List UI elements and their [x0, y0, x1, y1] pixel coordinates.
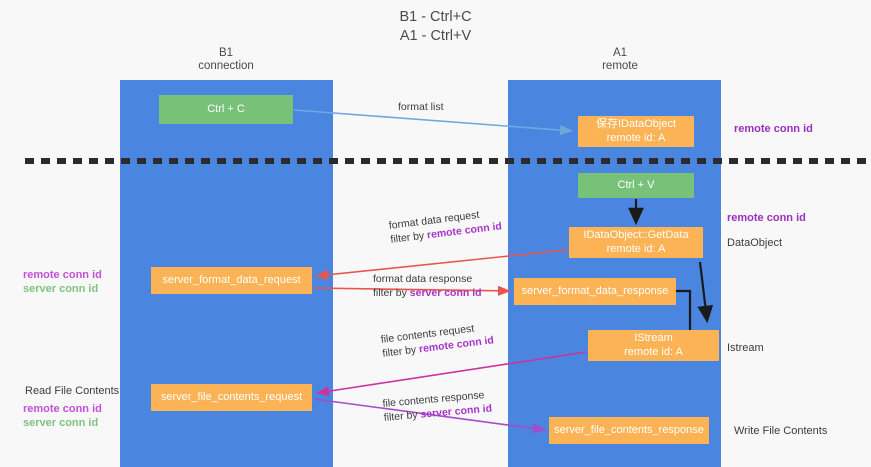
filter-prefix-2: filter by — [373, 287, 410, 299]
node-idataobject-getdata[interactable]: IDataObject::GetData remote id: A — [569, 227, 703, 258]
legend-server-conn-id: server conn id — [23, 283, 99, 295]
node-ctrl-v-label: Ctrl + V — [617, 178, 655, 191]
node-istream[interactable]: IStream remote id: A — [588, 330, 719, 361]
filter-key-2: server conn id — [409, 287, 482, 299]
node-save-idataobject-sublabel: remote id: A — [606, 131, 666, 144]
node-ctrl-c[interactable]: Ctrl + C — [159, 95, 293, 124]
column-header-a1: A1 remote — [540, 47, 700, 73]
legend-remote-conn-id: remote conn id — [23, 269, 102, 281]
title-line-1: B1 - Ctrl+C — [399, 9, 472, 25]
legend2-remote-conn-id: remote conn id — [23, 403, 102, 415]
node-istream-sublabel: remote id: A — [624, 345, 683, 358]
node-idataobject-getdata-sublabel: remote id: A — [606, 242, 666, 255]
column-a1-name: A1 — [612, 47, 628, 59]
edge-label-file-contents-response: file contents response filter by server … — [382, 388, 493, 425]
node-save-idataobject[interactable]: 保存IDataObject remote id: A — [578, 116, 694, 147]
node-ctrl-v[interactable]: Ctrl + V — [578, 173, 694, 198]
node-server-format-data-request-label: server_format_data_request — [162, 273, 301, 286]
title-line-2: A1 - Ctrl+V — [399, 28, 472, 44]
node-server-file-contents-request[interactable]: server_file_contents_request — [151, 384, 312, 411]
legend-conn-ids-lower: remote conn id server conn id — [23, 402, 102, 430]
edge-label-format-data-response-line1: format data response — [373, 273, 473, 285]
legend-conn-ids-upper: remote conn id server conn id — [23, 268, 102, 296]
column-b1-name: B1 — [218, 47, 234, 59]
node-istream-label: IStream — [634, 332, 673, 344]
label-istream: Istream — [727, 342, 764, 354]
column-a1-sub: remote — [602, 60, 638, 72]
column-header-b1: B1 connection — [146, 47, 306, 73]
column-b1-sub: connection — [198, 60, 254, 72]
filter-prefix-4: filter by — [383, 408, 421, 424]
filter-prefix-1: filter by — [389, 229, 428, 246]
filter-prefix-3: filter by — [381, 343, 420, 360]
page-title: B1 - Ctrl+C A1 - Ctrl+V — [0, 8, 871, 46]
node-save-idataobject-label: 保存IDataObject — [595, 118, 677, 130]
legend2-server-conn-id: server conn id — [23, 417, 99, 429]
node-ctrl-c-label: Ctrl + C — [207, 102, 245, 115]
node-idataobject-getdata-label: IDataObject::GetData — [583, 229, 689, 241]
label-dataobject: DataObject — [727, 237, 783, 249]
node-server-format-data-request[interactable]: server_format_data_request — [151, 267, 312, 294]
edge-label-format-data-response: format data response filter by server co… — [373, 272, 482, 300]
edge-label-format-data-request: format data request filter by remote con… — [388, 205, 503, 246]
label-read-file-contents: Read File Contents — [25, 385, 120, 397]
edge-label-format-data-response-line2: filter by server conn id — [373, 286, 482, 300]
node-server-file-contents-response-label: server_file_contents_response — [554, 423, 704, 436]
label-remote-conn-id-top: remote conn id — [734, 123, 813, 135]
node-server-file-contents-request-label: server_file_contents_request — [160, 390, 303, 403]
label-remote-conn-id-mid: remote conn id — [727, 212, 806, 224]
edge-label-file-contents-request: file contents request filter by remote c… — [380, 319, 495, 360]
node-server-format-data-response-label: server_format_data_response — [521, 284, 669, 297]
node-server-format-data-response[interactable]: server_format_data_response — [514, 278, 676, 305]
node-server-file-contents-response[interactable]: server_file_contents_response — [549, 417, 709, 444]
label-write-file-contents: Write File Contents — [734, 425, 828, 437]
edge-label-format-list: format list — [398, 101, 444, 113]
